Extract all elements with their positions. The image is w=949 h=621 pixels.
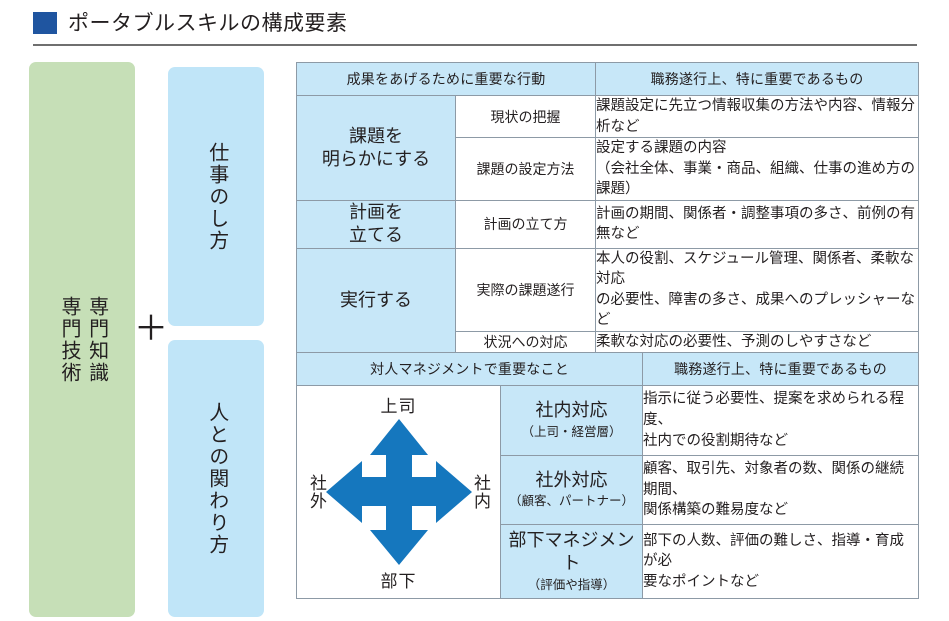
cross-label-left: 社外 — [307, 474, 326, 510]
people-category-1-subtitle: （顧客、パートナー） — [508, 494, 634, 509]
work-desc-0-0: 課題設定に先立つ情報収集の方法や内容、情報分析など — [595, 94, 919, 139]
people-category-0-title: 社内対応 — [535, 400, 608, 421]
expertise-line-2: 専門技術 — [58, 295, 80, 384]
cross-label-right: 社内 — [471, 474, 490, 510]
people-header-left: 対人マネジメントで重要なこと — [296, 352, 643, 386]
work-sub-1-0: 計画の立て方 — [455, 199, 596, 249]
work-category-2: 実行する — [296, 247, 456, 354]
people-relations-table: 対人マネジメントで重要なこと 職務遂行上、特に重要であるもの 上司 社外 社内 … — [296, 352, 919, 599]
page-header: ポータブルスキルの構成要素 — [0, 0, 949, 48]
cross-label-top: 上司 — [380, 397, 417, 416]
work-desc-1-0: 計画の期間、関係者・調整事項の多さ、前例の有無など — [595, 199, 919, 249]
table-row: 課題を明らかにする 現状の把握 課題設定に先立つ情報収集の方法や内容、情報分析な… — [296, 94, 919, 201]
table-row: 社外対応 （顧客、パートナー） 顧客、取引先、対象者の数、関係の継続期間、関係構… — [297, 454, 919, 526]
people-desc-1: 顧客、取引先、対象者の数、関係の継続期間、関係構築の難易度など — [642, 454, 919, 526]
table-row: 実行する 実際の課題遂行 本人の役割、スケジュール管理、関係者、柔軟な対応の必要… — [296, 247, 919, 354]
cross-label-bottom: 部下 — [380, 572, 417, 591]
people-category-0-subtitle: （上司・経営層） — [521, 424, 622, 439]
work-category-1: 計画を立てる — [296, 199, 456, 249]
table-row: 部下マネジメント （評価や指導） 部下の人数、評価の難しさ、指導・育成が必要なポ… — [297, 524, 919, 599]
people-desc-2: 部下の人数、評価の難しさ、指導・育成が必要なポイントなど — [642, 524, 919, 599]
page-title: ポータブルスキルの構成要素 — [68, 12, 348, 35]
four-way-arrow-icon — [325, 419, 472, 565]
panel-people-relations-label: 人との関わり方 — [205, 401, 228, 556]
expertise-text-columns: 専門知識 専門技術 — [55, 296, 108, 384]
work-sub-2-0: 実際の課題遂行 — [455, 247, 596, 332]
work-desc-2-0: 本人の役割、スケジュール管理、関係者、柔軟な対応の必要性、障害の多さ、成果へのプ… — [595, 247, 919, 332]
plus-sign: ＋ — [134, 310, 168, 348]
work-sub-0-1: 課題の設定方法 — [455, 137, 596, 201]
title-marker-icon — [33, 12, 57, 34]
work-sub-0-0: 現状の把握 — [455, 94, 596, 139]
table-row: 課題の設定方法 設定する課題の内容（会社全体、事業・商品、組織、仕事の進め方の課… — [297, 137, 919, 201]
table-row: 上司 社外 社内 部下 社内対応 （上司・経営層） 指示に従う必要性、提案を求め… — [296, 385, 919, 599]
work-sub-2-1: 状況への対応 — [455, 330, 596, 354]
people-header-right: 職務遂行上、特に重要であるもの — [642, 352, 919, 386]
people-category-1-title: 社外対応 — [535, 469, 608, 490]
panel-work-style-label: 仕事のし方 — [205, 141, 228, 252]
work-header-left: 成果をあげるために重要な行動 — [296, 62, 596, 96]
people-desc-0: 指示に従う必要性、提案を求められる程度、社内での役割期待など — [642, 385, 919, 456]
people-category-0: 社内対応 （上司・経営層） — [500, 385, 643, 456]
cross-arrow-diagram: 上司 社外 社内 部下 — [296, 385, 501, 599]
title-divider — [33, 44, 917, 46]
panel-people-relations: 人との関わり方 — [168, 340, 264, 617]
work-header-right: 職務遂行上、特に重要であるもの — [595, 62, 919, 96]
table-header-row: 成果をあげるために重要な行動 職務遂行上、特に重要であるもの — [296, 62, 919, 96]
people-category-1: 社外対応 （顧客、パートナー） — [500, 454, 643, 526]
table-row: 計画を立てる 計画の立て方 計画の期間、関係者・調整事項の多さ、前例の有無など — [296, 199, 919, 249]
panel-work-style: 仕事のし方 — [168, 67, 264, 326]
work-desc-0-1: 設定する課題の内容（会社全体、事業・商品、組織、仕事の進め方の課題） — [595, 137, 919, 201]
work-category-0: 課題を明らかにする — [296, 95, 456, 201]
people-category-2: 部下マネジメント （評価や指導） — [500, 524, 643, 599]
expertise-line-1: 専門知識 — [85, 295, 108, 384]
work-desc-2-1: 柔軟な対応の必要性、予測のしやすさなど — [595, 330, 919, 354]
people-category-2-subtitle: （評価や指導） — [527, 577, 616, 592]
work-style-table: 成果をあげるために重要な行動 職務遂行上、特に重要であるもの 課題を明らかにする… — [296, 62, 919, 354]
people-category-2-title: 部下マネジメント — [508, 529, 635, 574]
panel-expertise: 専門知識 専門技術 — [29, 62, 135, 617]
table-header-row: 対人マネジメントで重要なこと 職務遂行上、特に重要であるもの — [296, 352, 919, 386]
